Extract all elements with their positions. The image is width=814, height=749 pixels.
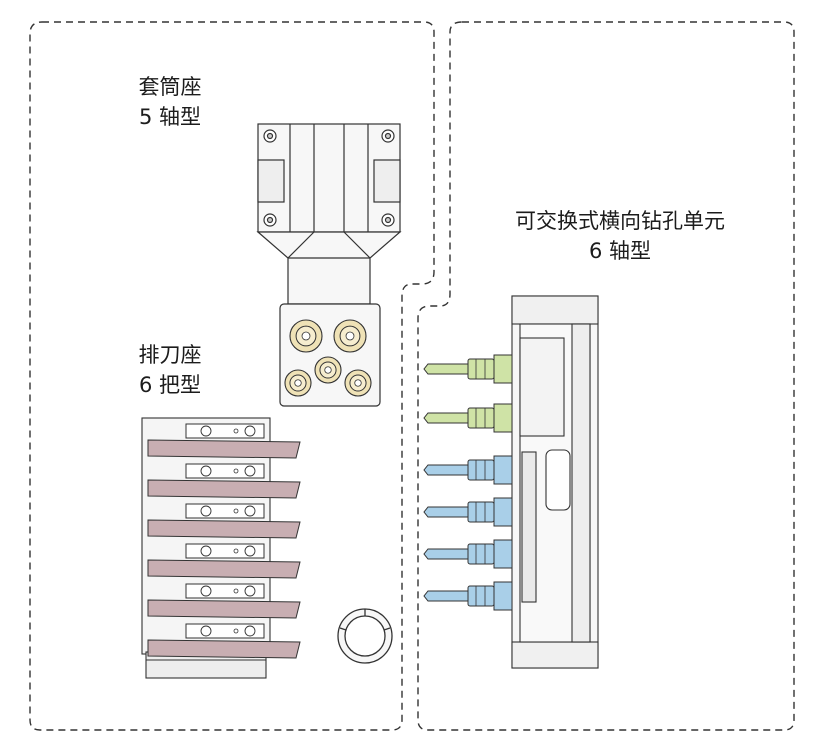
socket-seat-label-line1: 套筒座	[138, 75, 202, 99]
gang-tool-blade	[147, 479, 301, 499]
gang-tool-blade	[147, 519, 301, 539]
drill-spindle-shaft	[423, 506, 469, 518]
drill-spindle-shaft	[423, 412, 469, 424]
cross-drill-label: 可交换式横向钻孔单元 6 轴型	[480, 206, 760, 266]
drill-spindle-flange	[493, 581, 513, 611]
drill-spindle-flange	[493, 539, 513, 569]
cross-drill-top-cap	[511, 295, 599, 325]
drill-spindle-shaft	[423, 548, 469, 560]
socket-collet	[284, 369, 312, 397]
gang-tool	[147, 423, 301, 459]
drill-spindle	[423, 455, 513, 485]
gang-tool-pin	[233, 588, 239, 594]
gang-tool-pin	[233, 548, 239, 554]
socket-collet-bore	[345, 331, 355, 341]
drill-spindle-flange	[493, 403, 513, 433]
drill-spindle-shaft	[423, 590, 469, 602]
cross-drill-unit-drawing	[511, 295, 599, 669]
cross-drill-label-line2: 6 轴型	[588, 239, 652, 263]
gang-tool-screw-icon	[200, 625, 212, 637]
gang-tool-screw-icon	[244, 505, 256, 517]
gang-tool-pin	[233, 428, 239, 434]
gang-tool-pin	[233, 468, 239, 474]
cross-drill-side-rail	[571, 323, 591, 643]
gang-tool-screw-icon	[200, 585, 212, 597]
socket-collet-bore	[294, 379, 302, 387]
gang-tool-pin	[233, 508, 239, 514]
drill-spindle-nut	[467, 501, 495, 523]
drill-spindle-nut	[467, 459, 495, 481]
drill-spindle	[423, 581, 513, 611]
drill-spindle-nut	[467, 358, 495, 380]
drill-spindle	[423, 539, 513, 569]
socket-collet-bore	[301, 331, 311, 341]
gang-tool-screw-icon	[200, 545, 212, 557]
gang-tool	[147, 503, 301, 539]
gang-tool	[147, 583, 301, 619]
socket-seat-bolt-icon	[266, 216, 274, 224]
cross-drill-label-line1: 可交换式横向钻孔单元	[515, 209, 725, 233]
gang-tool	[147, 623, 301, 659]
gang-tool-blade	[147, 439, 301, 459]
gang-tool-blade	[147, 599, 301, 619]
drill-spindle-nut	[467, 407, 495, 429]
gang-tool-screw-icon	[200, 425, 212, 437]
gang-tool-screw-icon	[200, 465, 212, 477]
drill-spindle	[423, 354, 513, 384]
socket-seat-bolt-icon	[266, 132, 274, 140]
socket-collet	[314, 356, 342, 384]
tool-gang-label-line1: 排刀座	[138, 343, 202, 367]
drill-spindle-flange	[493, 354, 513, 384]
gang-tool-blade	[147, 639, 301, 659]
tool-gang-label-line2: 6 把型	[138, 373, 202, 397]
gang-tool	[147, 463, 301, 499]
cross-drill-upper-block	[519, 337, 565, 437]
socket-collet	[333, 319, 367, 353]
socket-seat-left-slot	[257, 159, 285, 203]
drill-spindle-shaft	[423, 363, 469, 375]
socket-collet	[344, 369, 372, 397]
drill-spindle-nut	[467, 585, 495, 607]
socket-seat-taper-line	[287, 231, 371, 259]
socket-collet	[289, 319, 323, 353]
tool-gang-label: 排刀座 6 把型	[120, 340, 220, 400]
socket-collet-bore	[324, 366, 332, 374]
gang-tool-screw-icon	[244, 585, 256, 597]
gang-tool-screw-icon	[244, 465, 256, 477]
left-zone-boundary	[29, 21, 435, 731]
socket-seat-bolt-icon	[384, 216, 392, 224]
gang-tool-screw-icon	[244, 545, 256, 557]
socket-seat-label: 套筒座 5 轴型	[120, 72, 220, 132]
gang-tool-screw-icon	[244, 625, 256, 637]
gang-tool-blade	[147, 559, 301, 579]
gang-tool	[147, 543, 301, 579]
gang-tool-pin	[233, 628, 239, 634]
ring-wrench-icon	[337, 608, 393, 664]
drill-spindle-flange	[493, 455, 513, 485]
cross-drill-gear-block	[521, 451, 537, 603]
drill-spindle	[423, 403, 513, 433]
right-zone-boundary	[417, 21, 795, 731]
socket-seat-bolt-icon	[384, 132, 392, 140]
cross-drill-bottom-cap	[511, 641, 599, 669]
socket-seat-right-slot	[373, 159, 401, 203]
drill-spindle-flange	[493, 497, 513, 527]
socket-collet-bore	[354, 379, 362, 387]
drill-spindle	[423, 497, 513, 527]
gang-tool-screw-icon	[244, 425, 256, 437]
cross-drill-window	[545, 449, 571, 511]
drill-spindle-shaft	[423, 464, 469, 476]
gang-tool-screw-icon	[200, 505, 212, 517]
socket-seat-neck	[256, 231, 402, 305]
drill-spindle-nut	[467, 543, 495, 565]
socket-seat-label-line2: 5 轴型	[138, 105, 202, 129]
